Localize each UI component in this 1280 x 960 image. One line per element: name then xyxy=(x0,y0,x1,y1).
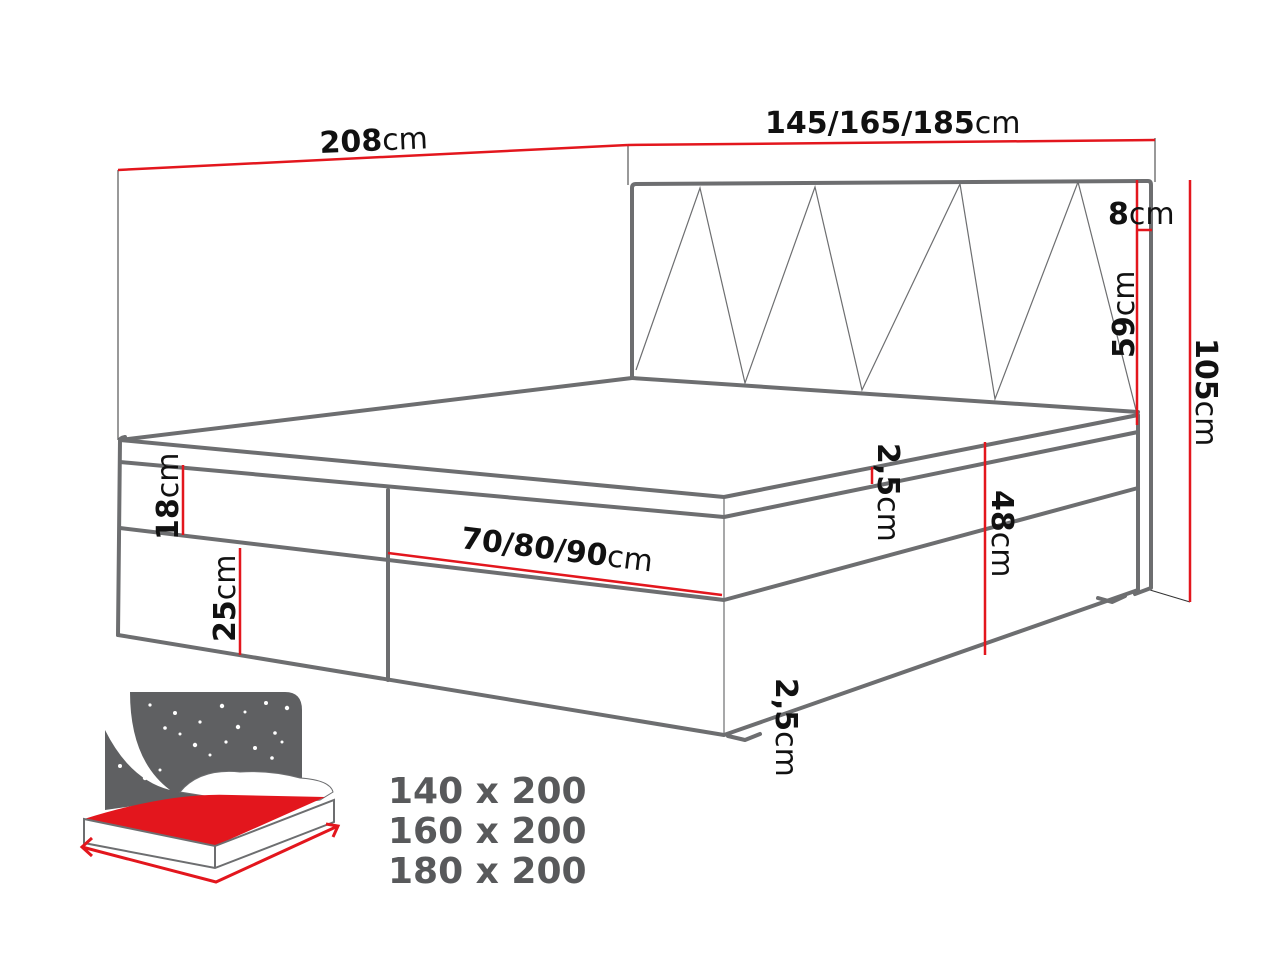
size-list: 140 x 200 160 x 200 180 x 200 xyxy=(388,771,587,892)
headboard xyxy=(630,179,1153,596)
total-height-label: 105cm xyxy=(1188,338,1223,446)
topper-height-label: 18cm xyxy=(151,453,186,540)
dimension-lines xyxy=(117,138,1192,655)
base-height-label: 25cm xyxy=(208,555,243,642)
top-layer-label: 2,5cm xyxy=(870,443,905,542)
bed-height-label: 48cm xyxy=(984,490,1019,577)
headboard-panel-label: 59cm xyxy=(1107,271,1142,358)
bed-body xyxy=(116,376,1140,742)
size-option: 140 x 200 xyxy=(388,771,587,812)
size-option: 160 x 200 xyxy=(388,811,587,852)
headboard-top-label: 8cm xyxy=(1108,197,1175,232)
size-option: 180 x 200 xyxy=(388,851,587,892)
bed-night-sleep-icon xyxy=(79,692,341,884)
length-label: 208cm xyxy=(319,121,429,161)
width-label: 145/165/185cm xyxy=(765,106,1021,141)
feet-height-label: 2,5cm xyxy=(768,678,803,777)
extension-lines xyxy=(117,138,1191,603)
